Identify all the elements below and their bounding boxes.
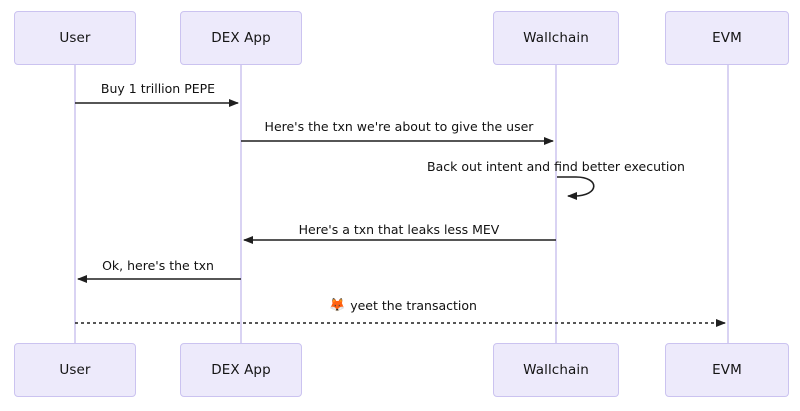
- message-label-yeet-text: yeet the transaction: [350, 298, 477, 313]
- participant-box-evm-top[interactable]: EVM: [665, 11, 789, 65]
- participant-label-wallchain-bottom: Wallchain: [523, 362, 589, 378]
- message-label-back-out-intent: Back out intent and find better executio…: [427, 159, 685, 174]
- fox-face-metamask-icon: 🦊: [329, 298, 346, 313]
- message-label-heres-the-txn: Here's the txn we're about to give the u…: [264, 119, 534, 134]
- participant-box-user-top[interactable]: User: [14, 11, 136, 65]
- participant-box-wallchain-bottom[interactable]: Wallchain: [493, 343, 619, 397]
- message-selfloop-back-out-intent: [557, 176, 595, 200]
- participant-box-dex-bottom[interactable]: DEX App: [180, 343, 302, 397]
- participant-label-wallchain-top: Wallchain: [523, 30, 589, 46]
- participant-label-evm-bottom: EVM: [712, 362, 742, 378]
- participant-label-user-top: User: [59, 30, 91, 46]
- message-label-buy-pepe: Buy 1 trillion PEPE: [100, 81, 216, 96]
- participant-box-evm-bottom[interactable]: EVM: [665, 343, 789, 397]
- participant-label-user-bottom: User: [59, 362, 91, 378]
- participant-box-dex-top[interactable]: DEX App: [180, 11, 302, 65]
- message-label-ok-heres-the-txn: Ok, here's the txn: [102, 258, 214, 273]
- lifelines-group: [74, 65, 729, 343]
- message-label-yeet-the-transaction: 🦊 yeet the transaction: [329, 298, 477, 313]
- participant-label-evm-top: EVM: [712, 30, 742, 46]
- participant-label-dex-top: DEX App: [211, 30, 271, 46]
- participant-box-user-bottom[interactable]: User: [14, 343, 136, 397]
- participant-label-dex-bottom: DEX App: [211, 362, 271, 378]
- message-label-leaks-less-mev: Here's a txn that leaks less MEV: [298, 222, 500, 237]
- participant-box-wallchain-top[interactable]: Wallchain: [493, 11, 619, 65]
